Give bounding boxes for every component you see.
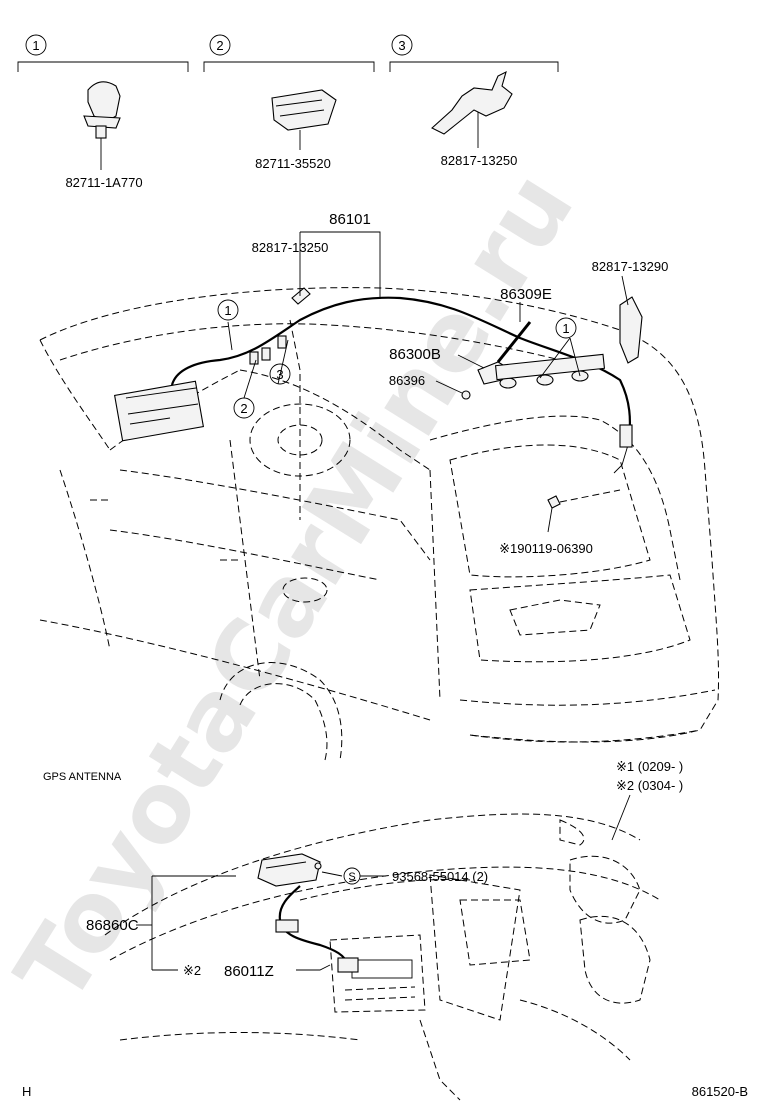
callout-circle-1 bbox=[25, 34, 47, 56]
antenna-nut bbox=[461, 390, 471, 400]
antenna-pole bbox=[496, 321, 532, 363]
label-82817-13250: 82817-13250 bbox=[252, 240, 329, 255]
callout-circle-3 bbox=[391, 34, 413, 56]
label-86300B: 86300B bbox=[389, 346, 441, 363]
label-93568-55014: 93568-55014 (2) bbox=[392, 869, 488, 884]
gps-cable bbox=[278, 885, 350, 966]
diagram-callout-2: 2 bbox=[240, 401, 247, 416]
label-86011Z: 86011Z bbox=[224, 963, 274, 980]
cable-clamp-rear bbox=[619, 296, 643, 364]
vehicle-roof-antenna-view: 1 1 2 3 86101 82817-13250 82817-13290 86… bbox=[39, 211, 720, 761]
clip-82817-13250-drawing bbox=[431, 70, 513, 148]
diagram-callout-3: 3 bbox=[276, 367, 283, 382]
clip-82711-1A770-drawing bbox=[83, 81, 121, 170]
callout-num-2: 2 bbox=[216, 38, 223, 53]
antenna-cable bbox=[170, 296, 632, 446]
cable-clamp-front bbox=[291, 287, 311, 305]
callout-circle-2 bbox=[209, 34, 231, 56]
callout-num-3: 3 bbox=[398, 38, 405, 53]
gps-title: GPS ANTENNA bbox=[43, 771, 122, 783]
label-note-ref: ※2 bbox=[183, 963, 201, 978]
gps-connector bbox=[337, 957, 359, 973]
label-bolt: ※190119-06390 bbox=[499, 541, 593, 556]
callout-part-3: 82817-13250 bbox=[441, 153, 518, 168]
label-86101: 86101 bbox=[329, 211, 371, 228]
diagram-callout-1b: 1 bbox=[562, 321, 569, 336]
footer-diagram-code: 861520-B bbox=[692, 1084, 748, 1099]
label-86396: 86396 bbox=[389, 373, 425, 388]
gps-antenna-unit bbox=[257, 853, 321, 887]
footer-left: H bbox=[22, 1084, 31, 1099]
bolt bbox=[547, 495, 561, 509]
gps-note-2: ※2 (0304- ) bbox=[616, 778, 683, 793]
callout-strip: 1 82711-1A770 2 82711-35520 3 82817-1325… bbox=[17, 34, 559, 190]
callout-num-1: 1 bbox=[32, 38, 39, 53]
diagram-callout-1a: 1 bbox=[224, 303, 231, 318]
label-82817-13290: 82817-13290 bbox=[592, 259, 669, 274]
callout-part-1: 82711-1A770 bbox=[65, 175, 142, 190]
callout-part-2: 82711-35520 bbox=[255, 156, 331, 171]
audio-head-unit bbox=[113, 380, 205, 442]
clip-82711-35520-drawing bbox=[271, 89, 337, 150]
gps-antenna-section: GPS ANTENNA ※1 (0209- ) ※2 (0304- ) bbox=[43, 759, 683, 1101]
gps-s-mark: S bbox=[348, 871, 355, 883]
gps-note-1: ※1 (0209- ) bbox=[616, 759, 683, 774]
label-86309E: 86309E bbox=[500, 286, 552, 303]
label-86860C: 86860C bbox=[86, 917, 139, 934]
